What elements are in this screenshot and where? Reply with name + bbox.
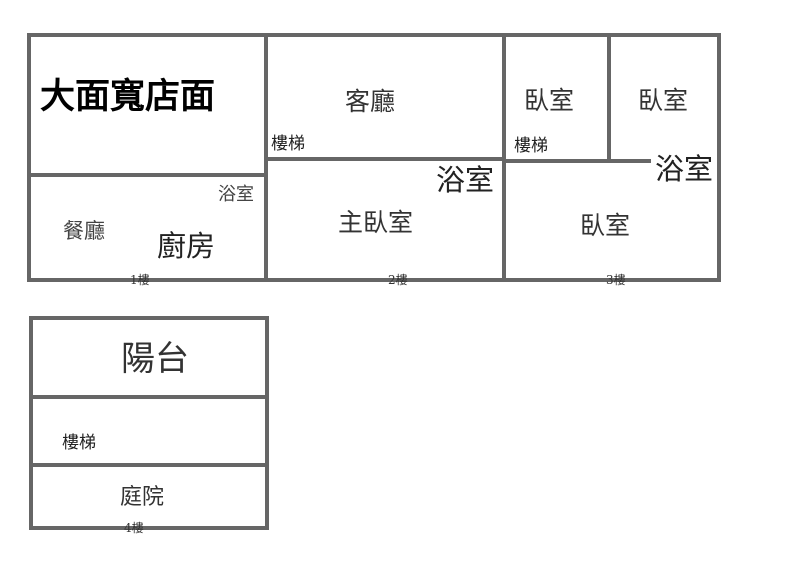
- floor-label-3: 3樓: [606, 273, 626, 287]
- room-living: 客廳: [345, 87, 396, 116]
- room-dining: 餐廳: [63, 219, 105, 243]
- floor-label-4: 4樓: [124, 521, 144, 535]
- room-bed-3: 臥室: [580, 211, 631, 240]
- room-shop: 大面寬店面: [40, 77, 216, 117]
- room-bed-1: 臥室: [524, 86, 575, 115]
- floor-label-2: 2樓: [388, 273, 408, 287]
- lower-outline: [29, 316, 269, 530]
- room-yard: 庭院: [120, 485, 165, 510]
- room-1f-bath: 浴室: [218, 184, 254, 205]
- floor-label-1: 1樓: [130, 273, 150, 287]
- room-3f-bath: 浴室: [655, 152, 714, 186]
- room-master: 主臥室: [338, 208, 414, 237]
- room-2f-bath: 浴室: [436, 163, 495, 197]
- room-kitchen: 廚房: [157, 229, 216, 263]
- room-3f-stairs: 樓梯: [514, 136, 548, 156]
- room-bed-2: 臥室: [638, 86, 689, 115]
- room-balcony: 陽台: [121, 339, 189, 379]
- room-2f-stairs: 樓梯: [271, 134, 305, 154]
- room-4f-stairs: 樓梯: [62, 433, 96, 453]
- upper-outline: [27, 33, 721, 282]
